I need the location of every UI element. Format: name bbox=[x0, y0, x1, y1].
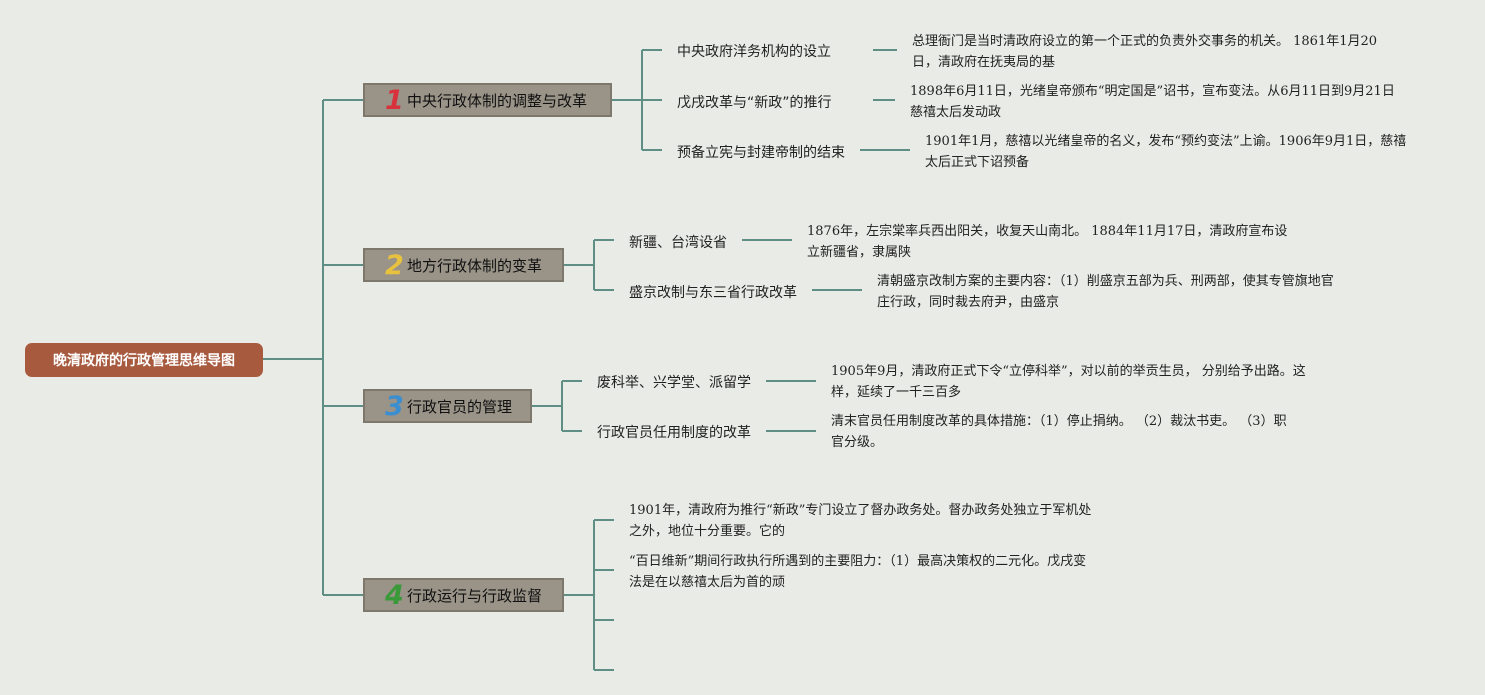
branch-title-3: 行政官员的管理 bbox=[407, 397, 513, 416]
branch-number-2: 2 bbox=[385, 249, 404, 281]
subtopic-3-2[interactable]: 行政官员任用制度的改革 bbox=[597, 425, 751, 441]
subtopic-2-2[interactable]: 盛京改制与东三省行政改革 bbox=[629, 285, 797, 301]
subtopic-3-1[interactable]: 废科举、兴学堂、派留学 bbox=[597, 375, 751, 391]
root-node[interactable]: 晚清政府的行政管理思维导图 bbox=[25, 343, 263, 377]
branch-node-3[interactable]: 3 行政官员的管理 bbox=[363, 389, 532, 423]
subtopic-2-1[interactable]: 新疆、台湾设省 bbox=[629, 235, 727, 251]
detail-4-1: 1901年，清政府为推行“新政”专门设立了督办政务处。督办政务处独立于军机处 之… bbox=[629, 503, 1092, 539]
branch-title-2: 地方行政体制的变革 bbox=[407, 256, 543, 275]
detail-3-2: 清末官员任用制度改革的具体措施：（1）停止捐纳。 （2）裁汰书吏。 （3）职 官… bbox=[831, 414, 1287, 450]
branch-node-2[interactable]: 2 地方行政体制的变革 bbox=[363, 248, 564, 282]
subtopic-1-3[interactable]: 预备立宪与封建帝制的结束 bbox=[677, 145, 845, 161]
detail-4-2: “百日维新”期间行政执行所遇到的主要阻力：（1）最高决策权的二元化。戊戌变 法是… bbox=[629, 554, 1087, 590]
detail-1-1: 总理衙门是当时清政府设立的第一个正式的负责外交事务的机关。 1861年1月20 … bbox=[912, 34, 1378, 70]
subtopic-1-2[interactable]: 戊戌改革与“新政”的推行 bbox=[677, 95, 832, 111]
branch-title-4: 行政运行与行政监督 bbox=[407, 586, 543, 605]
root-title: 晚清政府的行政管理思维导图 bbox=[53, 353, 235, 369]
subtopic-1-1[interactable]: 中央政府洋务机构的设立 bbox=[677, 44, 831, 60]
detail-1-2: 1898年6月11日，光绪皇帝颁布“明定国是”诏书，宣布变法。从6月11日到9月… bbox=[910, 84, 1395, 120]
branch-node-1[interactable]: 1 中央行政体制的调整与改革 bbox=[363, 83, 612, 117]
branch-title-1: 中央行政体制的调整与改革 bbox=[407, 91, 588, 110]
detail-3-1: 1905年9月，清政府正式下令“立停科举”，对以前的举贡生员， 分别给予出路。这… bbox=[831, 364, 1306, 400]
detail-2-2: 清朝盛京改制方案的主要内容：（1）削盛京五部为兵、刑两部，使其专管旗地官 庄行政… bbox=[877, 274, 1334, 310]
branch-number-1: 1 bbox=[385, 84, 404, 116]
branch-number-4: 4 bbox=[385, 579, 404, 611]
detail-2-1: 1876年，左宗棠率兵西出阳关，收复天山南北。 1884年11月17日，清政府宣… bbox=[807, 224, 1288, 260]
branch-number-3: 3 bbox=[385, 390, 404, 422]
detail-1-3: 1901年1月，慈禧以光绪皇帝的名义，发布“预约变法”上谕。1906年9月1日，… bbox=[925, 134, 1407, 170]
branch-node-4[interactable]: 4 行政运行与行政监督 bbox=[363, 578, 564, 612]
